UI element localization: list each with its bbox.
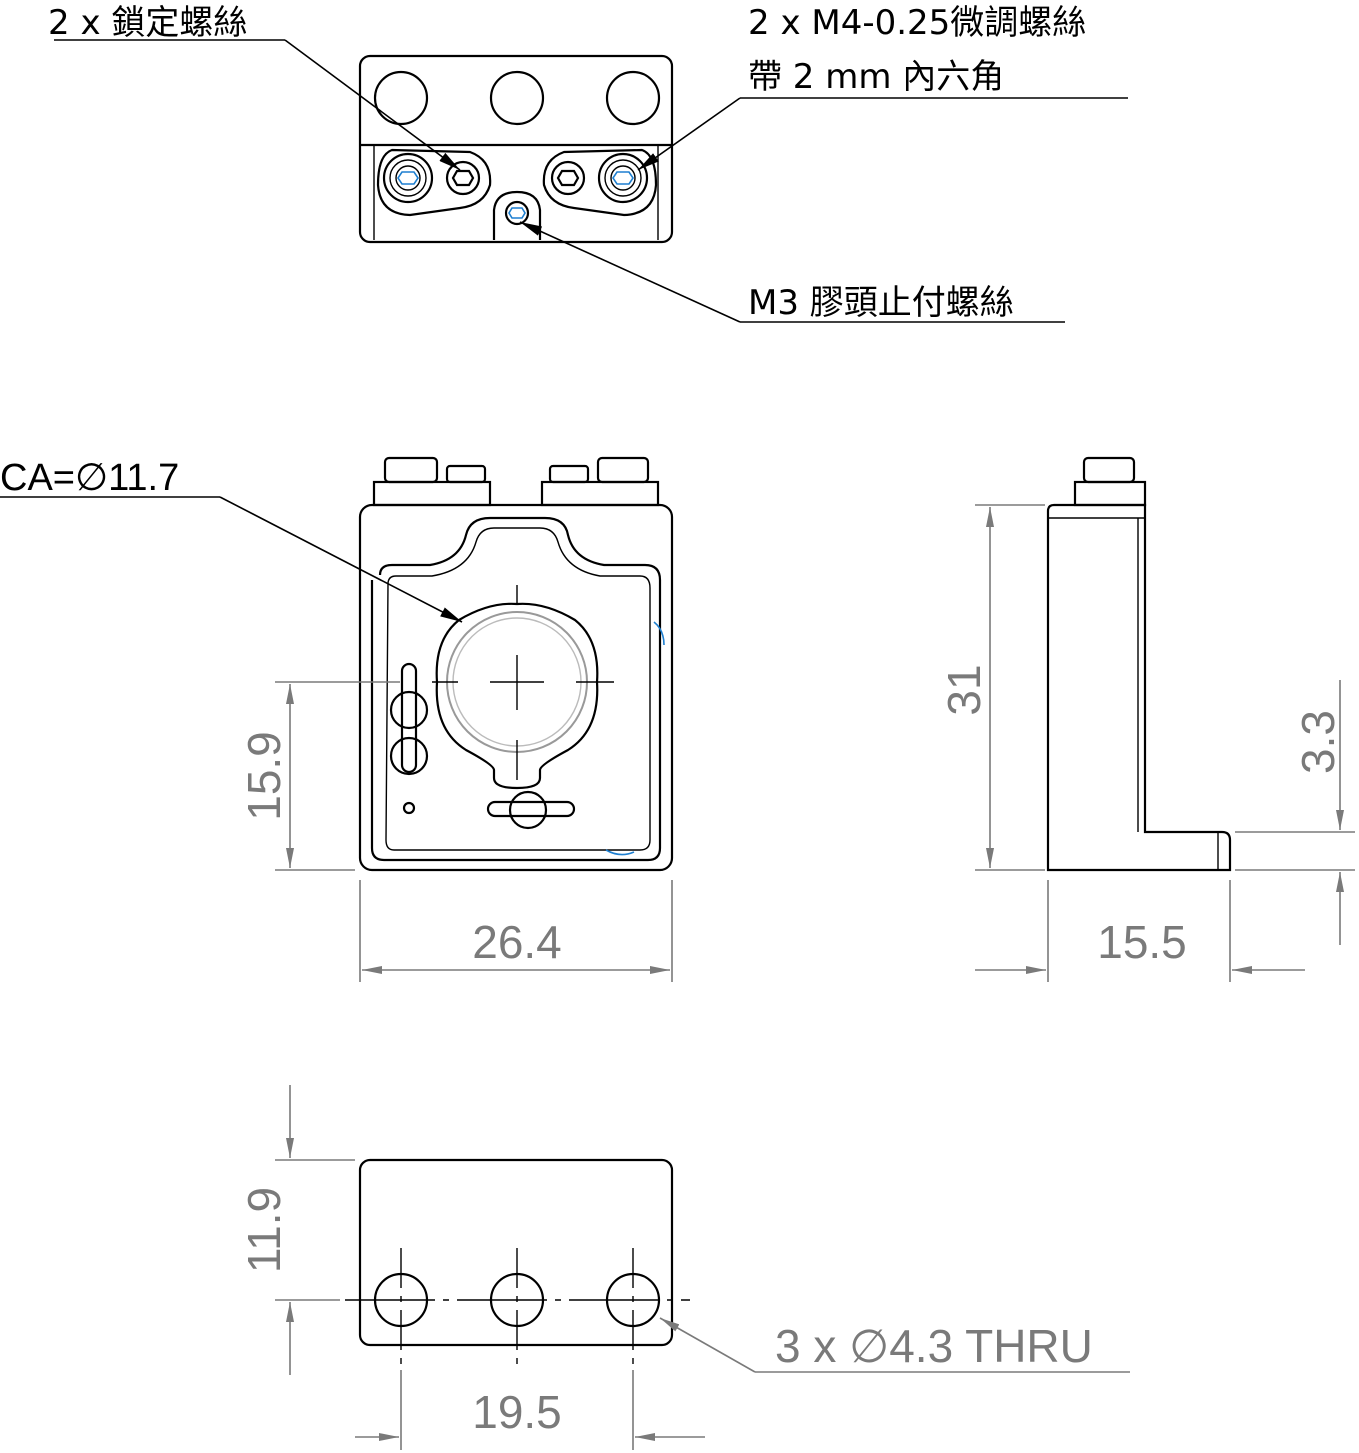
leader-line — [637, 97, 741, 171]
adjuster-screw-icon — [382, 152, 434, 204]
mount-hole-icon — [605, 70, 661, 126]
dim-hole-spacing: 19.5 — [472, 1386, 562, 1438]
dim-depth: 15.5 — [1097, 916, 1187, 968]
adjuster-screw-icon — [597, 152, 649, 204]
mount-hole-icon — [489, 70, 545, 126]
mount-hole-icon — [373, 70, 429, 126]
front-view-body — [358, 503, 674, 872]
side-view-body — [1046, 503, 1232, 872]
leader-line — [659, 1317, 756, 1373]
dim-center-height: 15.9 — [238, 731, 290, 821]
callout-adjust-screws: 2 x M4-0.25微調螺絲 — [748, 3, 1086, 43]
dim-width: 26.4 — [472, 916, 562, 968]
lock-screw-icon — [550, 160, 586, 196]
leader-line — [219, 496, 463, 623]
front-view: CA=∅11.7 15.9 26.4 — [0, 456, 674, 982]
callout-adjust-screws-hex: 帶 2 mm 內六角 — [748, 57, 1004, 97]
bottom-view-body — [358, 1158, 674, 1347]
dim-foot-thickness: 3.3 — [1292, 710, 1344, 774]
callout-clear-aperture: CA=∅11.7 — [0, 457, 179, 499]
callout-thru-holes: 3 x ∅4.3 THRU — [775, 1320, 1093, 1372]
leader-line — [284, 39, 461, 171]
top-view-body — [358, 54, 674, 244]
dim-hole-offset: 11.9 — [238, 1187, 290, 1273]
callout-set-screw: M3 膠頭止付螺絲 — [748, 283, 1014, 323]
optic-mount-icon — [435, 602, 599, 790]
lock-screw-icon — [445, 160, 481, 196]
side-view: 31 3.3 15.5 — [938, 456, 1355, 982]
callout-lock-screws: 2 x 鎖定螺絲 — [48, 3, 247, 43]
top-view: 2 x 鎖定螺絲 2 x M4-0.25微調螺絲 帶 2 mm 內六角 M3 膠… — [48, 3, 1128, 323]
leader-line — [519, 221, 741, 323]
dim-height: 31 — [938, 664, 990, 715]
bottom-view: 11.9 19.5 3 x ∅4.3 THRU — [238, 1085, 1130, 1450]
set-screw-icon — [504, 200, 530, 226]
